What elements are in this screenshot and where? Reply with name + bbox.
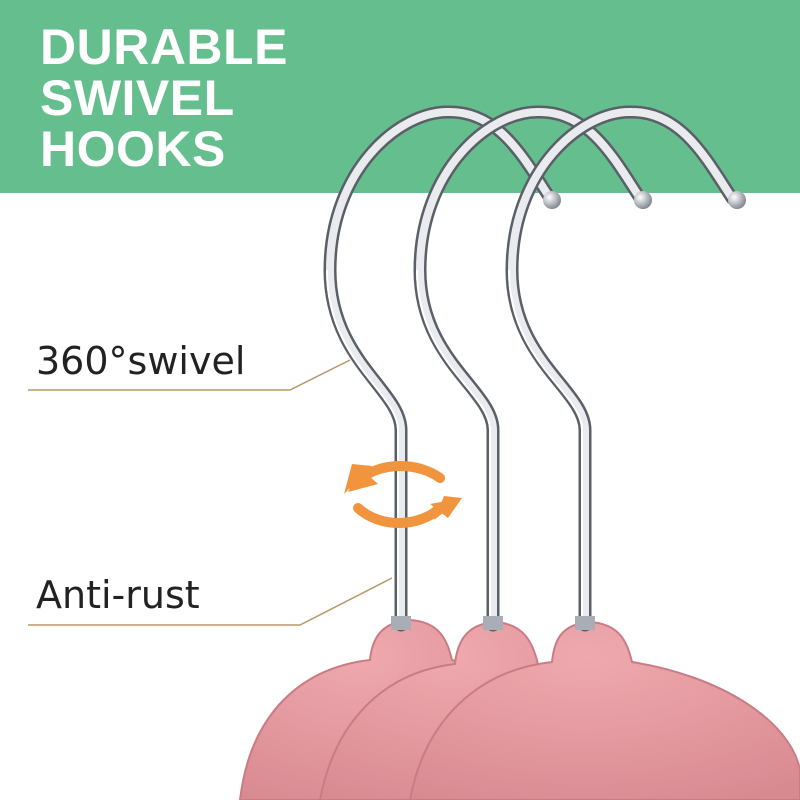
hook-1 xyxy=(323,105,561,632)
leader-line-swivel xyxy=(28,359,351,391)
hook-3 xyxy=(505,105,746,632)
callout-anti-rust: Anti-rust xyxy=(36,573,200,617)
hook-2 xyxy=(413,105,652,632)
rotate-arrows-icon xyxy=(344,461,462,528)
leader-line-rust xyxy=(28,577,393,626)
title-line-3: HOOKS xyxy=(40,121,226,177)
callout-360-swivel: 360°swivel xyxy=(36,339,246,383)
header-banner xyxy=(0,0,800,193)
title-line-2: SWIVEL xyxy=(40,70,235,126)
title-line-1: DURABLE xyxy=(40,19,288,75)
page-title: DURABLE SWIVEL HOOKS xyxy=(40,22,288,175)
